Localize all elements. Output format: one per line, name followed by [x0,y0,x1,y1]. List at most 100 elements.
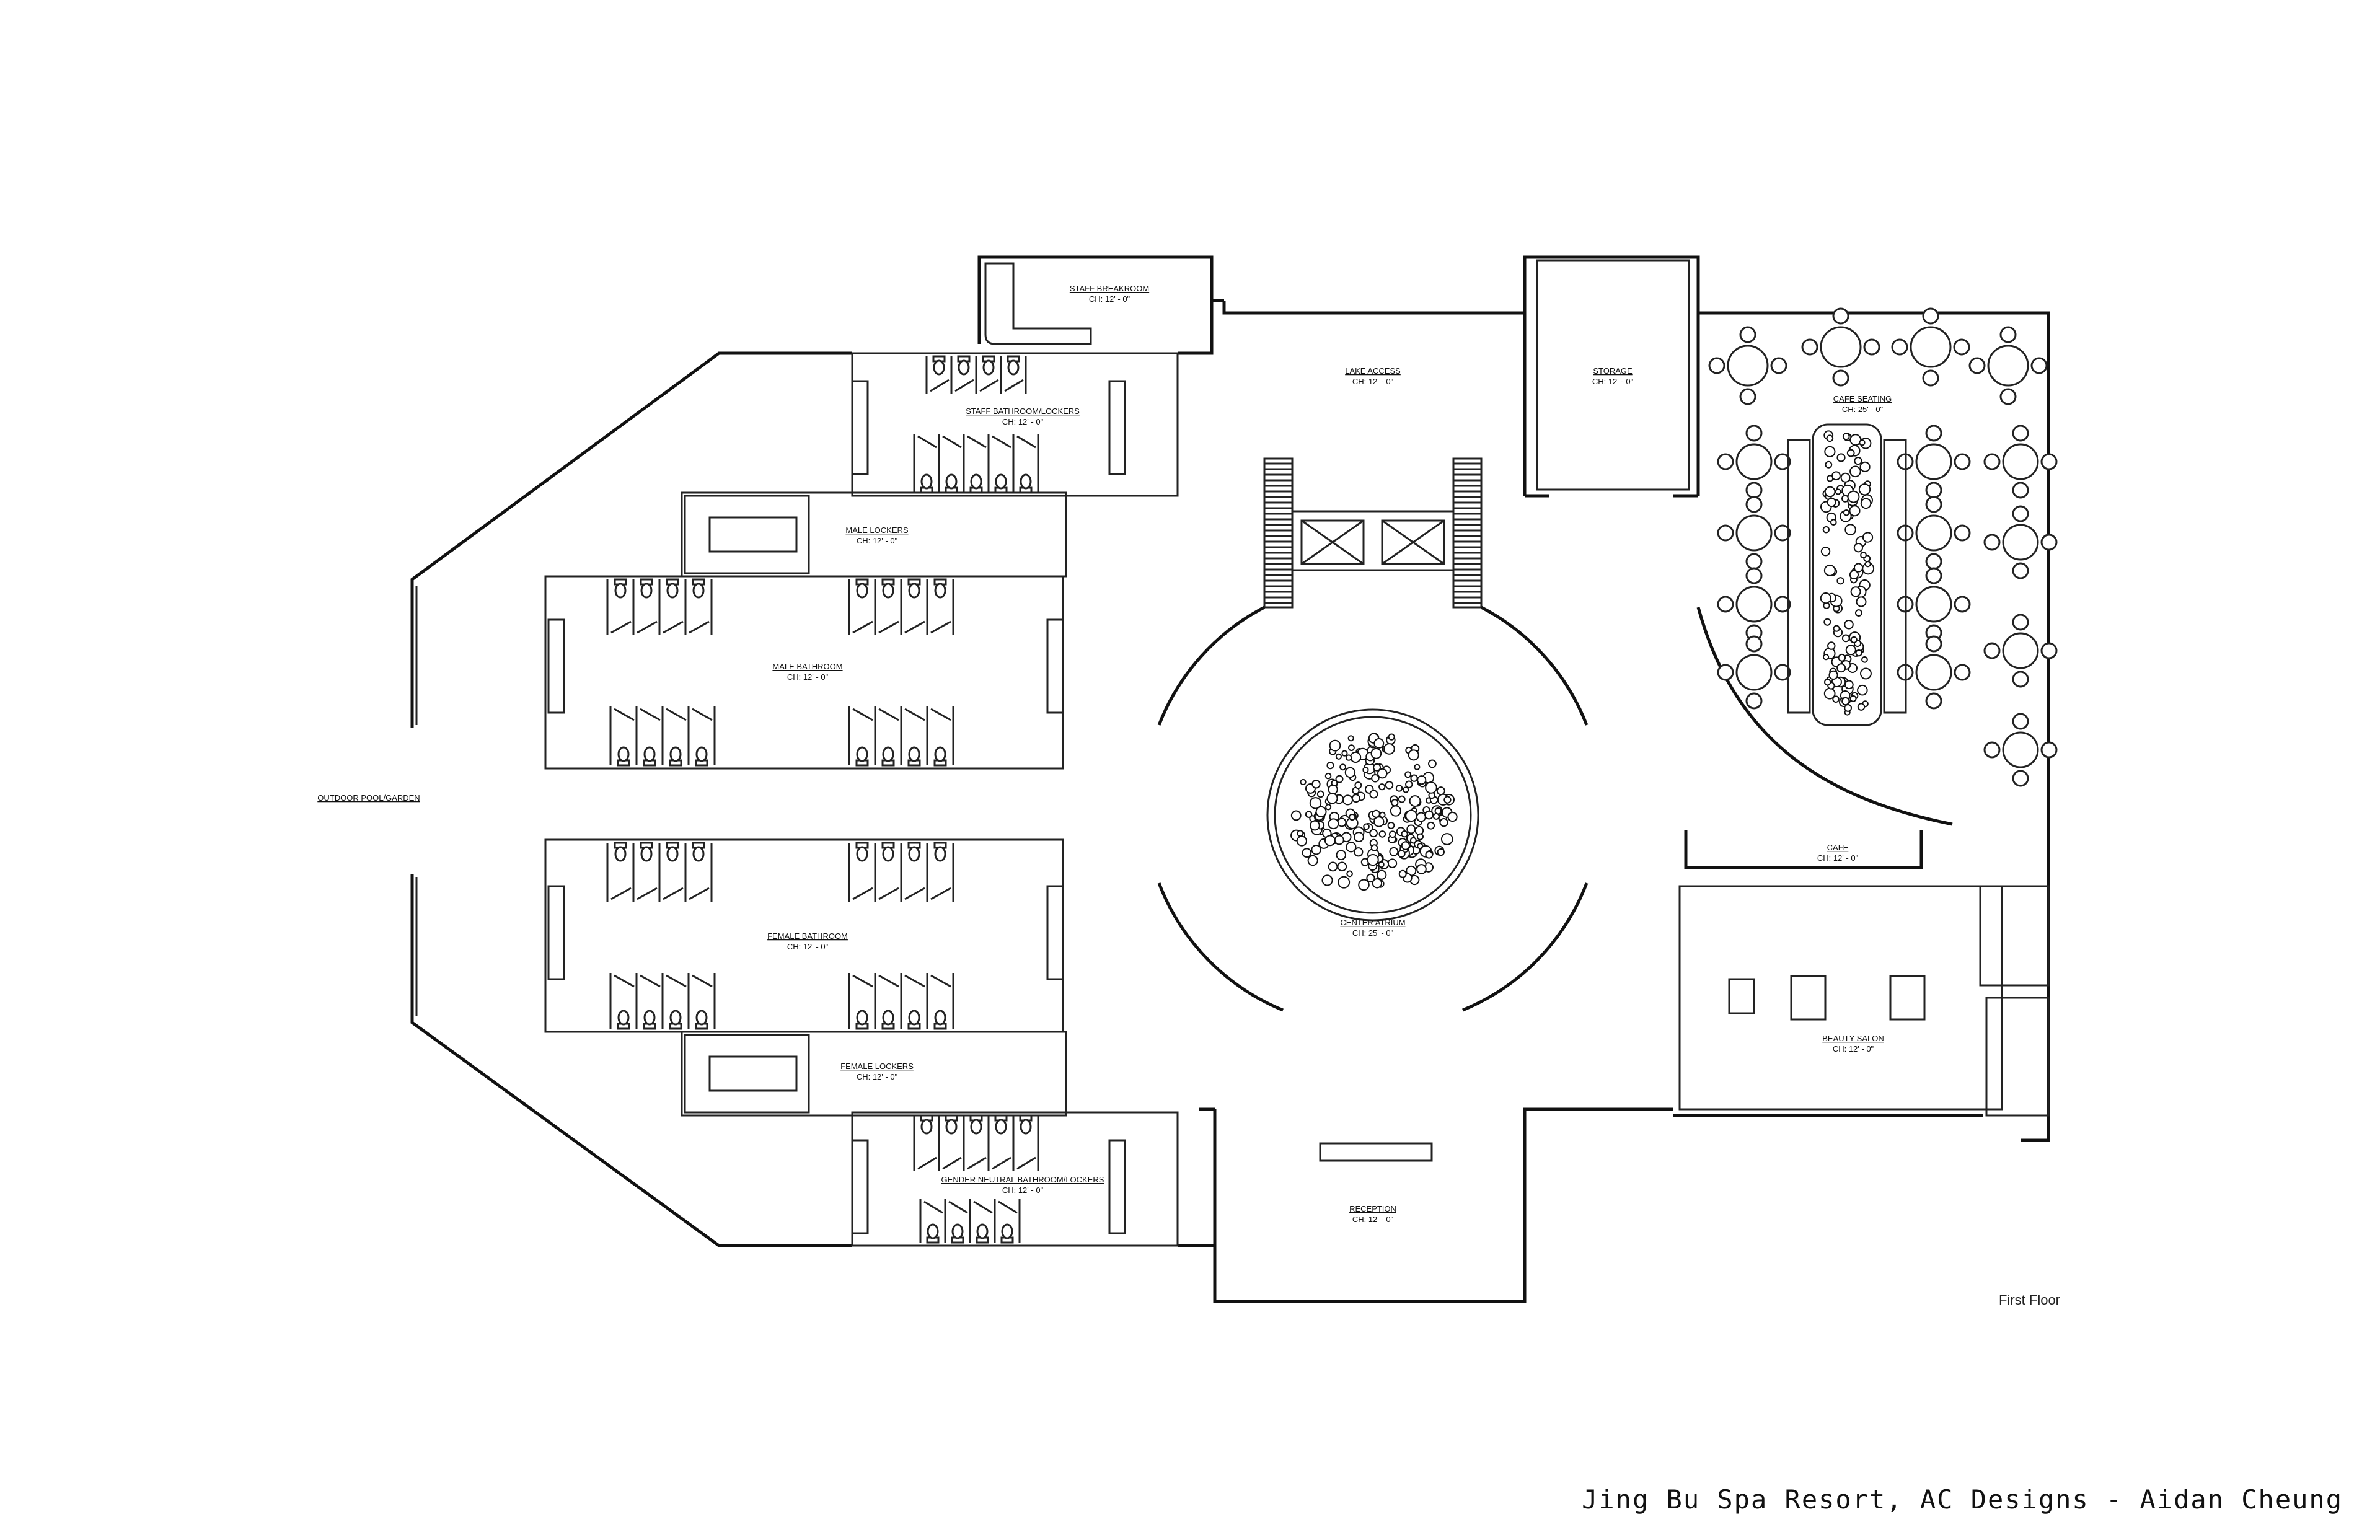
bench [547,618,565,714]
ceiling-height: CH: 12' - 0" [1817,853,1859,863]
planter-foliage [1844,620,1854,630]
round-table [2002,731,2039,768]
toilet-bowl [1001,1223,1013,1239]
bench [851,1139,869,1234]
toilet-bowl [617,1010,630,1026]
tree-canopy [1370,748,1382,759]
toilet-bowl [669,1010,682,1026]
planter-foliage [1844,524,1856,536]
chair [1774,524,1791,542]
tree-canopy [1354,832,1364,842]
room-label-male-bath: MALE BATHROOM [772,662,842,671]
planter-foliage [1841,697,1850,706]
planter-foliage [1833,625,1840,632]
chair [1954,664,1971,681]
planter-foliage [1844,704,1853,712]
planter-foliage [1822,526,1830,534]
chair [1863,338,1880,356]
toilet-bowl [934,746,946,762]
toilet-bowl [976,1223,989,1239]
tree-canopy [1328,861,1338,872]
round-table [1820,326,1862,368]
stall-door [692,974,713,988]
chair [2012,671,2029,688]
tree-canopy [1310,820,1320,831]
tree-canopy [1311,844,1321,855]
tree-canopy [1391,799,1399,807]
chair [1717,596,1734,613]
chair [1745,482,1763,499]
reception-desk [1319,1142,1433,1162]
tree-canopy [1387,821,1395,829]
chair [1717,453,1734,470]
tree-canopy [1344,767,1356,778]
tree-canopy [1401,841,1411,850]
planter-foliage [1841,634,1850,643]
toilet-bowl [920,1119,933,1135]
planter-foliage [1844,680,1854,690]
chair [1774,453,1791,470]
tree-canopy [1443,796,1452,804]
toilet-bowl [856,746,868,762]
room-label-male-lockers: MALE LOCKERS [845,526,908,535]
tree-canopy [1297,830,1304,837]
ceiling-height: CH: 25' - 0" [1352,928,1394,938]
stall-door [689,887,710,900]
stall-door [1016,1156,1036,1170]
stall-door [904,887,925,900]
tree-canopy [1341,750,1348,757]
toilet-bowl [692,583,705,599]
cafe-counter [1684,830,1923,869]
tree-canopy [1369,790,1378,799]
room-label-gn-bath: GENDER NEUTRAL BATHROOM/LOCKERS [941,1175,1104,1184]
tree-canopy [1328,784,1338,795]
toilet-bowl [908,746,920,762]
planter-foliage [1849,695,1857,702]
planter-foliage [1836,663,1846,673]
toilet-bowl [995,473,1007,490]
tree-canopy [1354,847,1364,857]
chair [1745,635,1763,653]
toilet-bowl [920,473,933,490]
stall-door [614,974,635,988]
tree-canopy [1338,876,1351,889]
tree-canopy [1427,821,1435,830]
chair [2012,482,2029,499]
room-label-staff-bath: STAFF BATHROOM/LOCKERS [966,407,1080,416]
stall-door [930,974,951,988]
chair [1999,388,2017,405]
bench [1046,885,1064,980]
tree-canopy [1290,810,1302,821]
chair [1745,425,1763,442]
toilet-bowl [945,473,958,490]
locker-bank [684,1034,810,1114]
planter-foliage [1864,561,1871,568]
tree-canopy [1351,794,1360,803]
stall-door [998,1200,1018,1214]
bench [1046,618,1064,714]
toilet-bowl [982,359,995,376]
stall-door [930,708,951,721]
tree-canopy [1388,733,1395,741]
planter-foliage [1836,453,1846,462]
stall-door [923,1200,943,1214]
stall-door [852,887,873,900]
toilet-bowl [934,846,946,862]
floor-label: First Floor [1999,1292,2060,1308]
tree-canopy [1339,763,1347,771]
planter-foliage [1859,439,1866,446]
chair [1925,692,1942,710]
tree-canopy [1432,812,1440,820]
planter-foliage [1824,446,1836,457]
round-table [2002,443,2039,480]
chair [2040,642,2058,659]
tree-canopy [1326,762,1334,770]
stall-door [942,435,962,449]
stall-door [967,1156,987,1170]
tree-canopy [1321,874,1333,886]
tree-canopy [1350,751,1362,763]
room-label-center-atrium: CENTER ATRIUM [1340,918,1405,927]
ceiling-height: CH: 12' - 0" [1089,294,1130,304]
toilet-bowl [970,1119,982,1135]
stall-door [992,1156,1011,1170]
